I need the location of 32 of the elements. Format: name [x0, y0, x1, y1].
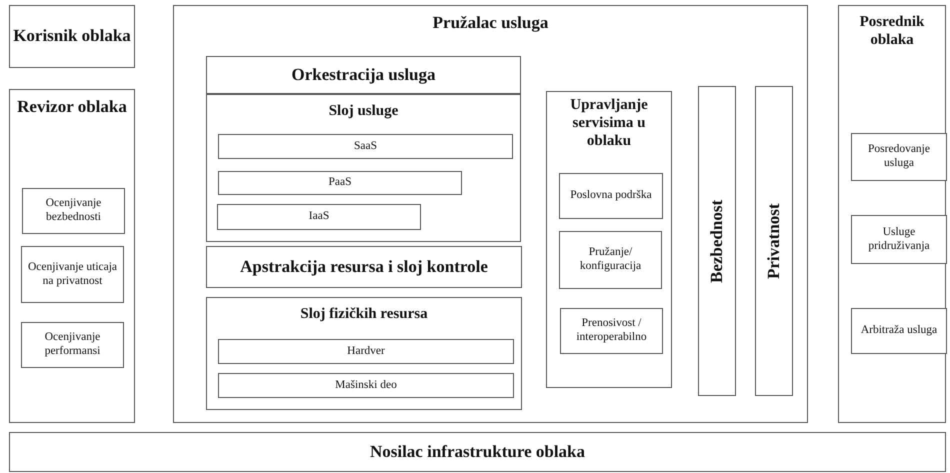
process-box: SaaS	[218, 134, 513, 159]
process-box: Poslovna podrška	[559, 173, 663, 219]
group-title: Pružalac usluga	[432, 13, 550, 34]
group-title: Upravljanje servisima u oblaku	[569, 96, 649, 150]
layer-box: Orkestracija usluga	[206, 56, 521, 94]
process-box: Ocenjivanje uticaja na privatnost	[21, 246, 124, 303]
layer-box: Nosilac infrastrukture oblaka	[9, 432, 946, 472]
process-box: Posredovanje usluga	[851, 133, 947, 181]
group-box	[9, 89, 135, 423]
process-box: IaaS	[217, 204, 421, 230]
process-box: Ocenjivanje performansi	[21, 322, 124, 368]
vertical-bar: Privatnost	[755, 86, 793, 396]
layer-box: Korisnik oblaka	[9, 5, 135, 68]
group-box	[546, 91, 672, 388]
process-box: Arbitraža usluga	[851, 308, 947, 354]
group-box	[206, 297, 522, 410]
group-title: Posrednik oblaka	[858, 13, 926, 49]
process-box: Mašinski deo	[218, 373, 514, 398]
process-box: PaaS	[218, 171, 462, 195]
process-box: Pružanje/ konfiguracija	[559, 231, 662, 289]
vertical-bar: Bezbednost	[698, 86, 736, 396]
process-box: Hardver	[218, 339, 514, 364]
group-box	[838, 5, 946, 423]
process-box: Usluge pridruživanja	[851, 215, 947, 264]
group-box	[206, 94, 521, 242]
group-title: Sloj fizičkih resursa	[299, 305, 429, 323]
group-box	[173, 5, 808, 423]
process-box: Prenosivost / interoperabilno	[560, 308, 663, 354]
group-title: Sloj usluge	[328, 102, 400, 120]
group-title: Revizor oblaka	[16, 97, 128, 118]
process-box: Ocenjivanje bezbednosti	[22, 188, 125, 234]
layer-box: Apstrakcija resursa i sloj kontrole	[206, 246, 522, 288]
